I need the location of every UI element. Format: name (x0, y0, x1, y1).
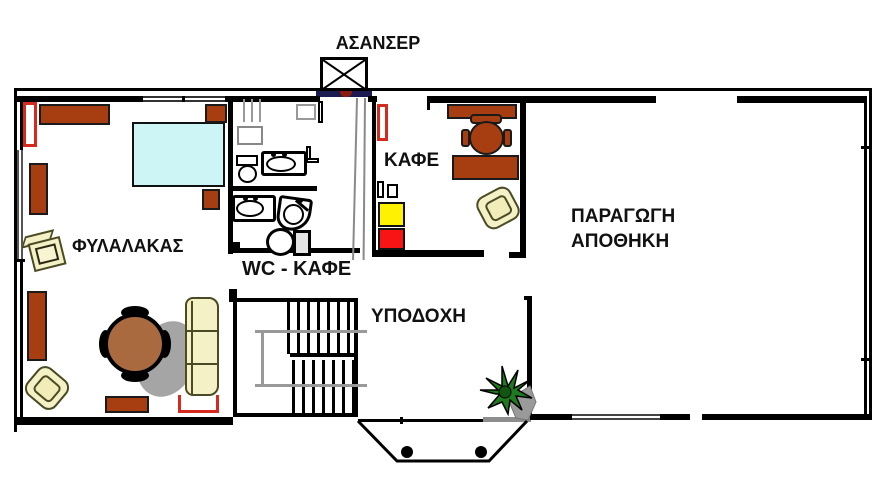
faucet-dot-4 (253, 196, 258, 201)
wall-left-inner-bottom (20, 262, 23, 425)
window-bottom-right (572, 414, 660, 420)
cabinet-top-right (205, 104, 227, 123)
wall-bottom-entrance-tick (400, 417, 403, 424)
wall-cafe-production-divider (520, 98, 526, 258)
stairs-treads-upper (287, 302, 351, 354)
toilet-icon-2-tank (293, 230, 311, 256)
stairs-tab (229, 289, 237, 302)
wall-top-cafe (427, 96, 530, 103)
label-reception: ΥΠΟΔΟΧΗ (371, 306, 466, 327)
wall-reception-right (527, 297, 532, 417)
wall-cafe-left (372, 98, 376, 254)
wall-right-tick-1 (861, 146, 869, 149)
red-bracket (178, 395, 219, 413)
elevator-door-marker (340, 89, 352, 97)
sink-icon-1-basin (266, 156, 296, 172)
stairs-rail-bottom (255, 384, 367, 387)
wall-top-cafe-cap (427, 96, 430, 110)
label-elevator: ΑΣΑΝΣΕΡ (335, 33, 421, 53)
cabinet-top (39, 104, 110, 125)
wall-left-outer (14, 88, 17, 432)
corridor-door-line-2 (362, 97, 366, 261)
wall-top-production-right (737, 96, 867, 103)
monitor-icon (20, 228, 70, 277)
wall-top-production-left (530, 96, 656, 103)
wall-top-inner-2 (225, 96, 320, 102)
round-table-icon (104, 313, 166, 375)
wall-bottom-entrance (358, 419, 530, 422)
cafe-mini-unit-1 (377, 181, 384, 198)
wall-right-tick-2 (861, 358, 869, 361)
wall-left-inner-top (20, 96, 23, 150)
desk-chair-icon (469, 121, 504, 155)
wall-divider-foot (509, 252, 526, 258)
label-cafe: ΚΑΦΕ (384, 150, 440, 171)
wall-right-outer (869, 88, 872, 420)
window-left (17, 150, 23, 262)
radiator-red-2 (377, 104, 388, 141)
armchair-icon-2 (472, 183, 524, 233)
stairs-rail-top (255, 330, 367, 333)
stairs-rail-side (261, 330, 264, 387)
wall-bottom-gap (690, 414, 702, 420)
sofa-icon (185, 297, 219, 396)
armchair-icon-1 (20, 361, 74, 415)
wc-shelf-line-2 (251, 99, 253, 122)
label-guard-room: ΦΥΛΑΛΑΚΑΣ (72, 236, 184, 256)
sink-icon-2-basin (236, 200, 264, 217)
yellow-unit (378, 202, 405, 227)
faucet-dot-2 (282, 152, 287, 157)
window-top-mullion (182, 96, 185, 102)
label-production-line2: ΑΠΟΘΗΚΗ (571, 231, 670, 252)
entrance-shadow (483, 417, 531, 422)
faucet-dot-3 (243, 196, 248, 201)
wall-right-inner (864, 103, 867, 415)
wc-divider (231, 186, 317, 191)
label-production-line1: ΠΑΡΑΓΩΓΗ (571, 206, 676, 227)
wc-box (296, 104, 316, 120)
cabinet-left-upper (29, 163, 48, 215)
plant-icon (479, 365, 537, 421)
cabinet-mid-right (202, 189, 220, 210)
wall-wc-bottom-step (228, 242, 240, 248)
toilet-icon-1-bowl (238, 165, 257, 183)
stairs-mid-landing (290, 353, 358, 357)
cafe-desk (452, 155, 519, 180)
wall-wc-left (228, 96, 233, 254)
wc-shelf-line-3 (259, 99, 261, 122)
window-left-sill (16, 259, 25, 262)
faucet-dot-1 (271, 152, 276, 157)
wc-pipe-l-horiz (306, 158, 319, 163)
cabinet-left-lower (27, 291, 47, 361)
radiator-red-1 (23, 102, 37, 147)
faucet-dot-5 (298, 198, 303, 203)
desk-chair-arm-right (503, 129, 512, 147)
wc-locker (237, 126, 263, 145)
corner-basin-bowl (283, 204, 304, 225)
elevator-x-icon (320, 57, 368, 92)
wall-bottom-left (14, 417, 233, 425)
wc-pipe-top (318, 101, 323, 123)
label-wc-cafe: WC - ΚΑΦΕ (242, 258, 352, 280)
entrance-icon (356, 419, 529, 463)
bench-bottom (105, 396, 149, 413)
cafe-mini-unit-2 (387, 184, 398, 198)
wall-top-inner-1 (17, 96, 143, 102)
wc-shelf-line-1 (243, 99, 245, 122)
corridor-door-line-1 (352, 97, 358, 260)
wall-top-outer (14, 88, 872, 91)
wall-cafe-bottom (372, 250, 484, 257)
cyan-table (132, 122, 225, 187)
toilet-icon-2-bowl (266, 228, 295, 256)
red-unit (378, 228, 405, 250)
